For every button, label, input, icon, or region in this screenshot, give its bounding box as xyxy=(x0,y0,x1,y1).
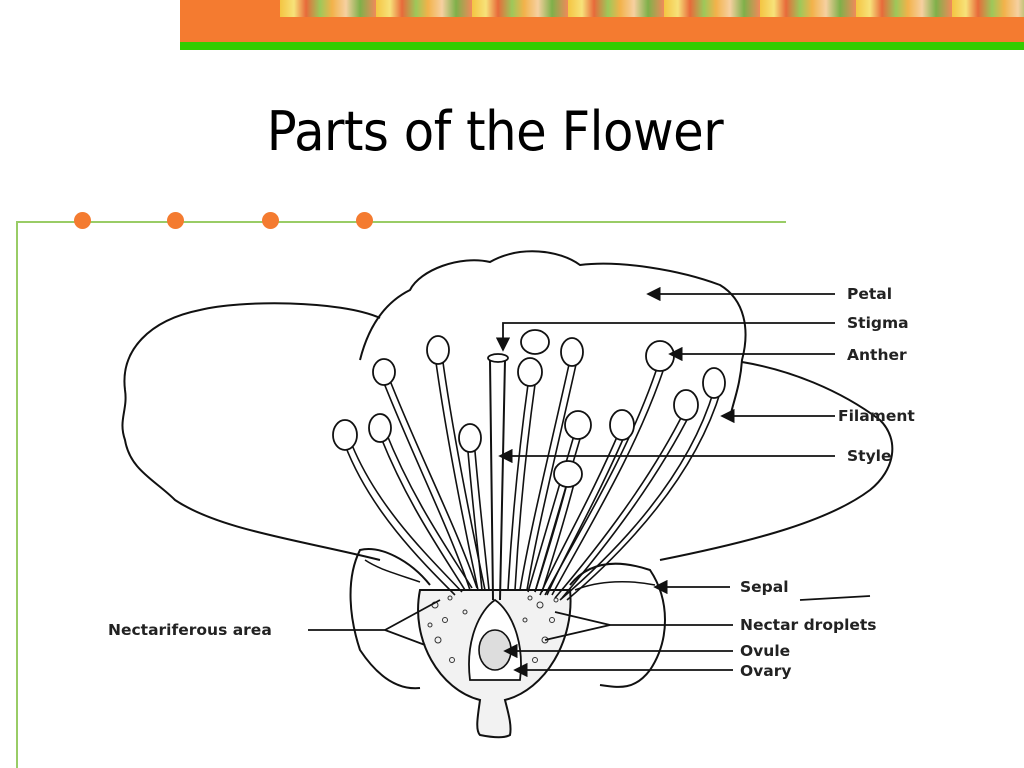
ovule-shape xyxy=(478,629,512,671)
left-petal-shape xyxy=(121,302,381,561)
label-filament: Filament xyxy=(838,407,915,425)
slide-title: Parts of the Flower xyxy=(266,100,724,163)
left-sepal-fold xyxy=(364,559,421,583)
label-petal: Petal xyxy=(847,285,892,303)
banner-green-line xyxy=(180,42,1024,50)
style-shape xyxy=(489,359,506,601)
label-nectariferous-area: Nectariferous area xyxy=(108,621,272,639)
frame-top-line xyxy=(16,221,786,223)
header-banner xyxy=(180,0,1024,50)
label-ovary: Ovary xyxy=(740,662,792,680)
label-sepal: Sepal xyxy=(740,578,789,596)
label-nectar-droplets: Nectar droplets xyxy=(740,616,877,634)
leader-lines xyxy=(308,286,871,678)
bullet-dot xyxy=(167,212,184,229)
left-sepal-shape xyxy=(349,548,431,690)
label-anther: Anther xyxy=(847,346,907,364)
frame-left-line xyxy=(16,221,18,768)
bullet-dot xyxy=(74,212,91,229)
label-stigma: Stigma xyxy=(847,314,909,332)
label-style: Style xyxy=(847,447,892,465)
right-petal-shape xyxy=(659,361,894,561)
filaments xyxy=(344,354,722,601)
label-ovule: Ovule xyxy=(740,642,790,660)
stigma-shape xyxy=(487,353,509,363)
bullet-dot xyxy=(356,212,373,229)
main-petal-shape xyxy=(359,250,747,421)
bullet-dot xyxy=(262,212,279,229)
anthers xyxy=(332,329,726,488)
banner-floral-image xyxy=(280,0,1024,17)
